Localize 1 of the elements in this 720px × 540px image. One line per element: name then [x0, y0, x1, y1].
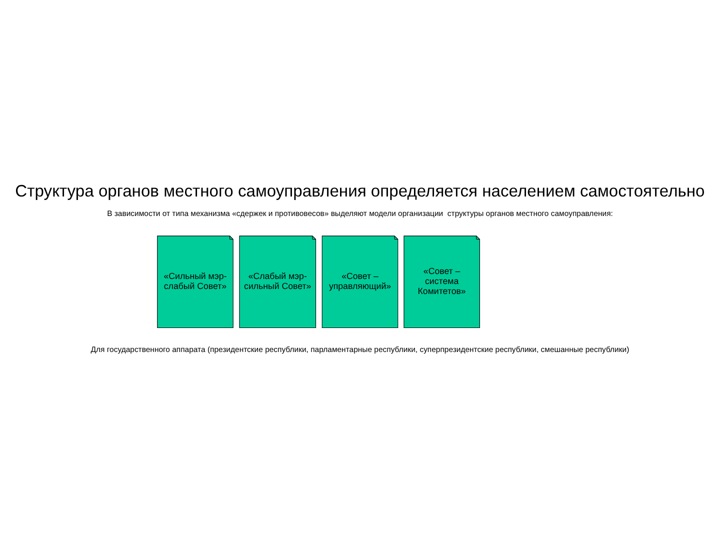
diagram-title: Структура органов местного самоуправления определяется населением самостоятельно [15, 181, 705, 200]
